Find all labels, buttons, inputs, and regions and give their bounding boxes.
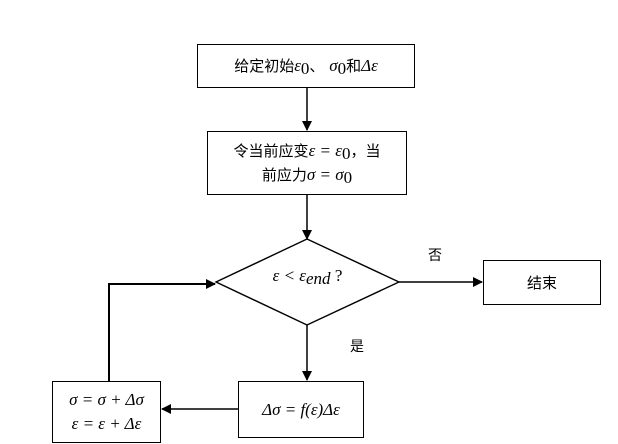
compute-box: Δσ = f(ε)Δε bbox=[238, 381, 364, 438]
condition-lhs: ε < ε bbox=[272, 266, 307, 285]
sigma-symbol: σ bbox=[329, 56, 338, 75]
epsilon-symbol: ε bbox=[294, 56, 301, 75]
subscript: 0 bbox=[343, 168, 353, 187]
strain-update: ε = ε + Δε bbox=[71, 414, 142, 433]
end-label: 结束 bbox=[526, 274, 557, 292]
subscript: 0 bbox=[341, 144, 351, 163]
separator: 、 bbox=[309, 57, 325, 75]
edge-label-no: 否 bbox=[428, 248, 442, 264]
stress-update: σ = σ + Δσ bbox=[69, 390, 144, 409]
stress-equation: σ = σ bbox=[306, 165, 344, 184]
current-stress-label: 前应力 bbox=[261, 166, 307, 184]
edge-label-yes: 是 bbox=[350, 339, 364, 355]
init-text: 给定初始ε0、 σ0和Δε bbox=[234, 54, 378, 78]
line-tail: ，当 bbox=[350, 142, 381, 160]
edge-update-to-decision bbox=[108, 279, 216, 381]
init-box: 给定初始ε0、 σ0和Δε bbox=[197, 44, 415, 88]
and-label: 和 bbox=[346, 57, 362, 75]
update-box: σ = σ + Δσ ε = ε + Δε bbox=[52, 381, 161, 443]
end-box: 结束 bbox=[483, 260, 601, 305]
delta-epsilon: Δε bbox=[361, 56, 378, 75]
assign-line-1: 令当前应变ε = ε0，当 bbox=[234, 139, 381, 163]
subscript: 0 bbox=[337, 59, 347, 78]
init-label: 给定初始 bbox=[234, 57, 295, 75]
assign-line-2: 前应力σ = σ0 bbox=[262, 163, 352, 187]
question-mark: ? bbox=[330, 266, 343, 285]
stress-increment-formula: Δσ = f(ε)Δε bbox=[262, 399, 340, 419]
subscript-end: end bbox=[306, 269, 331, 288]
strain-equation: ε = ε bbox=[308, 141, 342, 160]
assign-box: 令当前应变ε = ε0，当 前应力σ = σ0 bbox=[207, 131, 407, 195]
subscript: 0 bbox=[300, 59, 310, 78]
decision-text: ε < εend ? bbox=[216, 264, 399, 288]
current-strain-label: 令当前应变 bbox=[233, 142, 309, 160]
